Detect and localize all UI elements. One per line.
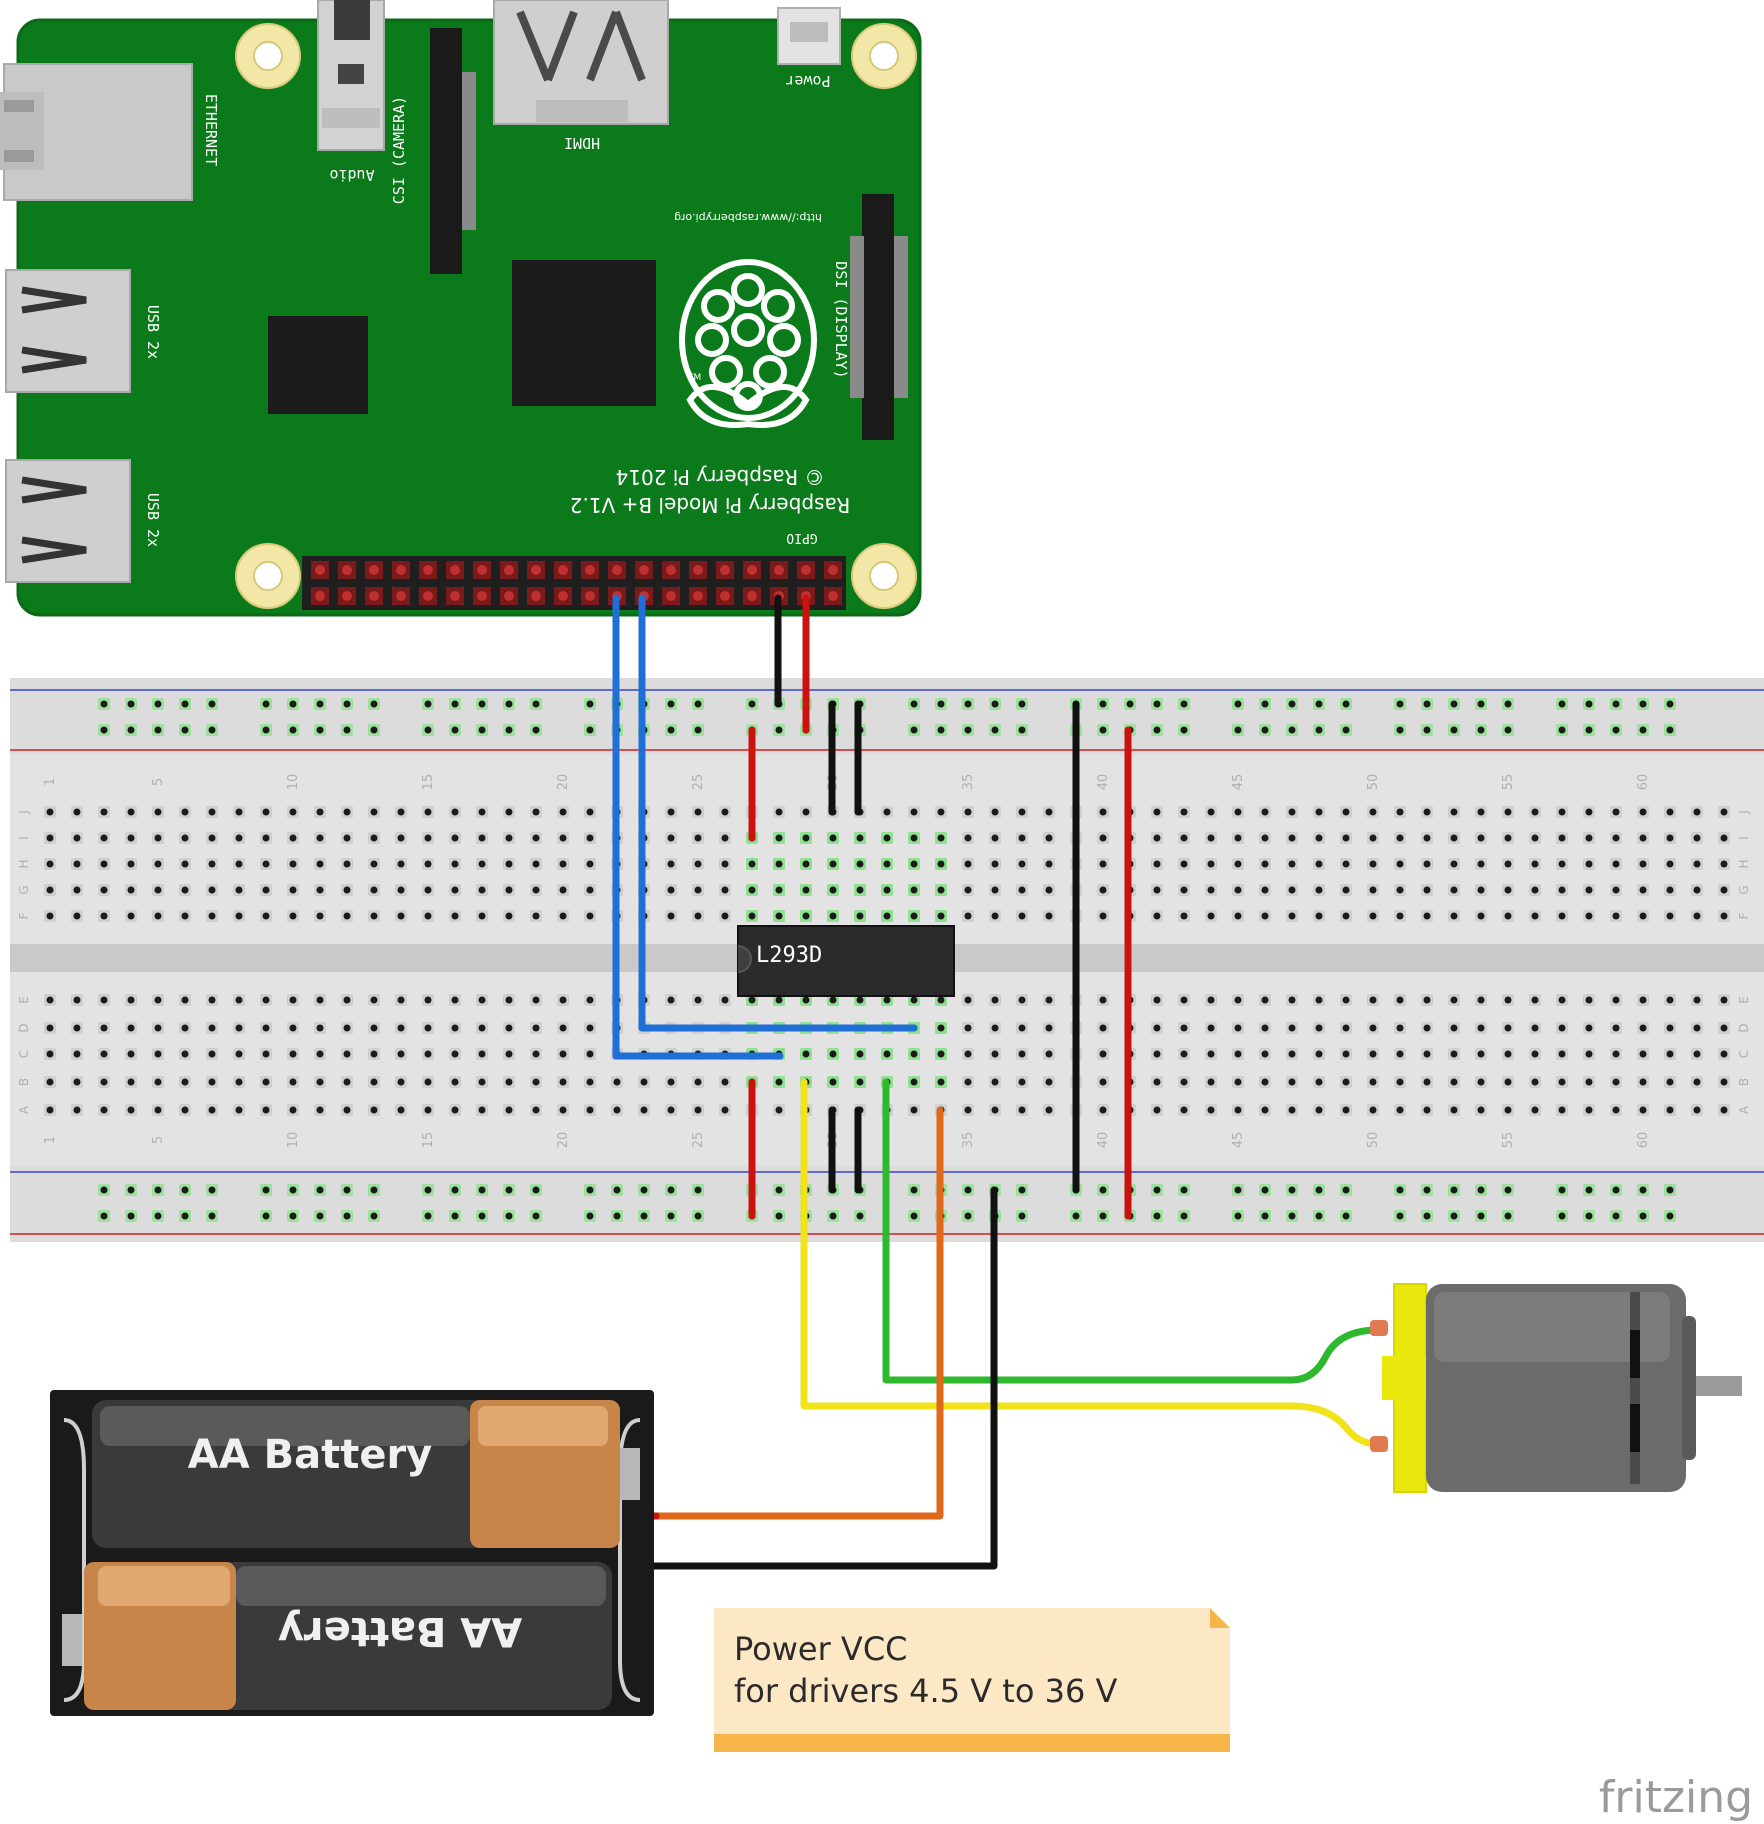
raspberry-logo-icon xyxy=(679,259,817,428)
column-label: 50 xyxy=(1366,774,1381,791)
trademark-mark: TM xyxy=(687,373,701,383)
column-label: 1 xyxy=(43,1136,58,1144)
column-label: 60 xyxy=(1636,774,1651,791)
column-label: 5 xyxy=(151,778,166,786)
column-label: 40 xyxy=(1096,1132,1111,1149)
row-label: B xyxy=(1737,1078,1751,1086)
battery-label-bottom: AA Battery xyxy=(278,1608,523,1654)
row-label: A xyxy=(1737,1105,1751,1114)
column-label: 55 xyxy=(1501,774,1516,791)
dsi-label: DSI (DISPLAY) xyxy=(832,261,850,378)
csi-connector xyxy=(430,28,476,274)
copyright-label: © Raspberry Pi 2014 xyxy=(616,465,825,489)
audio-label: Audio xyxy=(329,166,374,184)
gpio-pins xyxy=(311,561,842,605)
csi-label: CSI (CAMERA) xyxy=(390,96,408,204)
column-label: 55 xyxy=(1501,1132,1516,1149)
row-label: D xyxy=(1737,1023,1751,1032)
row-label: J xyxy=(17,810,31,815)
row-label: C xyxy=(17,1050,31,1058)
raspberry-pi-board: ETHERNET Audio CSI (CAMERA) HDMI Power xyxy=(0,0,922,617)
column-label: 5 xyxy=(151,1136,166,1144)
column-label: 20 xyxy=(556,1132,571,1149)
column-label: 25 xyxy=(691,774,706,791)
ethernet-label: ETHERNET xyxy=(202,94,220,166)
row-label: G xyxy=(1737,885,1751,894)
audio-jack xyxy=(317,0,385,151)
note-line-1: Power VCC xyxy=(734,1630,908,1668)
row-label: E xyxy=(17,996,31,1004)
column-label: 15 xyxy=(421,1132,436,1149)
model-label: Raspberry Pi Model B+ V1.2 xyxy=(570,493,850,517)
hdmi-port xyxy=(493,0,669,125)
note-line-2: for drivers 4.5 V to 36 V xyxy=(734,1672,1117,1710)
wire-blue-2 xyxy=(638,594,918,1032)
small-chip xyxy=(268,316,368,414)
note-card: Power VCC for drivers 4.5 V to 36 V xyxy=(714,1608,1230,1752)
wire-blue-1 xyxy=(612,594,784,1060)
row-label: B xyxy=(17,1078,31,1086)
row-label: J xyxy=(1737,810,1751,815)
wires xyxy=(612,594,1382,1570)
l293d-chip: L293D xyxy=(737,925,955,997)
mounting-holes xyxy=(235,23,917,609)
column-label: 1 xyxy=(43,778,58,786)
column-label: 35 xyxy=(961,1132,976,1149)
chip-label: L293D xyxy=(756,943,822,968)
column-label: 20 xyxy=(556,774,571,791)
fritzing-logo: fritzing xyxy=(1599,1772,1753,1823)
battery-label-top: AA Battery xyxy=(188,1432,433,1478)
column-label: 10 xyxy=(286,1132,301,1149)
battery-pack: AA Battery AA Battery xyxy=(50,1390,654,1716)
row-label: H xyxy=(17,859,31,868)
row-label: F xyxy=(17,912,31,919)
ethernet-port xyxy=(0,63,193,201)
column-label: 10 xyxy=(286,774,301,791)
gpio-label: GPIO xyxy=(786,530,817,545)
soc-chip xyxy=(512,260,656,406)
row-label: A xyxy=(17,1105,31,1114)
wire-yellow-motor xyxy=(800,1078,1382,1448)
column-label: 15 xyxy=(421,774,436,791)
row-label: D xyxy=(17,1023,31,1032)
battery-cell-bottom: AA Battery xyxy=(62,1562,612,1710)
gpio-header xyxy=(302,556,846,610)
column-label: 45 xyxy=(1231,1132,1246,1149)
row-label: G xyxy=(17,885,31,894)
usb1-label: USB 2x xyxy=(144,305,162,359)
column-label: 35 xyxy=(961,774,976,791)
usb-port-1 xyxy=(5,269,131,393)
column-label: 60 xyxy=(1636,1132,1651,1149)
row-label: I xyxy=(17,836,31,840)
row-label: C xyxy=(1737,1050,1751,1058)
power-port xyxy=(777,7,841,65)
column-label: 40 xyxy=(1096,774,1111,791)
dsi-connector xyxy=(850,194,908,440)
column-label: 50 xyxy=(1366,1132,1381,1149)
wire-green-motor xyxy=(882,1078,1382,1384)
row-label: H xyxy=(1737,859,1751,868)
usb2-label: USB 2x xyxy=(144,493,162,547)
url-label: http://www.raspberrypi.org xyxy=(674,211,822,224)
column-label: 25 xyxy=(691,1132,706,1149)
row-label: E xyxy=(1737,996,1751,1004)
battery-cell-top: AA Battery xyxy=(92,1400,640,1548)
wire-orange-vcc xyxy=(652,1106,944,1520)
dc-motor xyxy=(1370,1283,1742,1493)
row-label: I xyxy=(1737,836,1751,840)
wire-black-gnd xyxy=(636,1186,998,1570)
column-label: 45 xyxy=(1231,774,1246,791)
row-label: F xyxy=(1737,912,1751,919)
usb-port-2 xyxy=(5,459,131,583)
power-label: Power xyxy=(785,72,830,90)
row-labels: J J I I H H G G F F E E D D C C B B A A xyxy=(17,810,1751,1114)
hdmi-label: HDMI xyxy=(564,134,600,152)
